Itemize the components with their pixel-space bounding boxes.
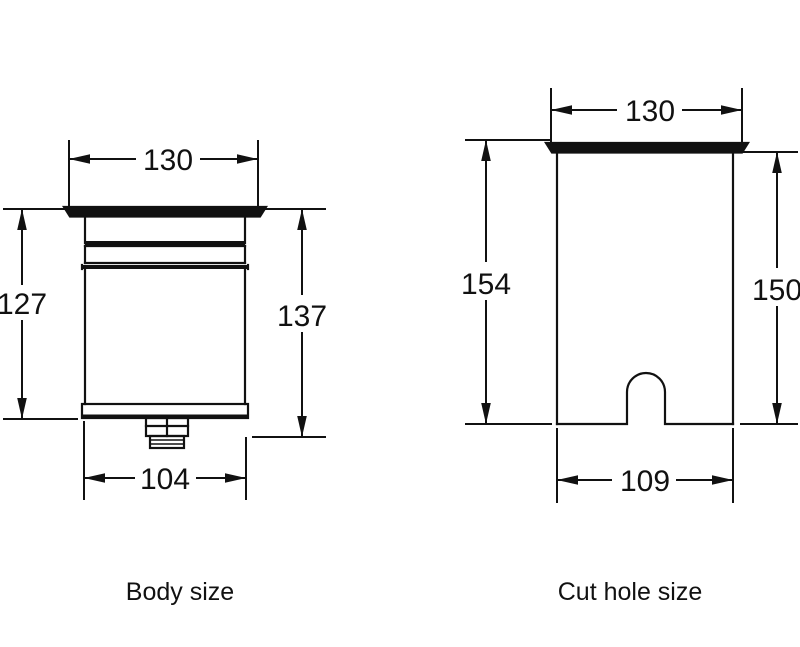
- arrow-body-130-right: [237, 154, 258, 164]
- arrow-body-137-top: [297, 209, 307, 230]
- arrow-cuthole-154-bottom: [481, 403, 491, 424]
- dimension-body-130: 130: [68, 140, 259, 212]
- dim-label-cuthole-130: 130: [625, 95, 675, 128]
- arrow-body-137-bottom: [297, 416, 307, 437]
- body-band-upper: [85, 241, 245, 246]
- dimension-body-127: 127: [0, 208, 78, 420]
- arrow-cuthole-130-left: [551, 105, 572, 115]
- body-cable-gland: [144, 416, 190, 450]
- gland-thread-body: [148, 434, 186, 450]
- arrow-cuthole-150-top: [772, 152, 782, 173]
- arrow-body-127-top: [17, 209, 27, 230]
- dimension-body-137: 137: [252, 208, 327, 438]
- dimension-cuthole-109: 109: [556, 428, 734, 503]
- arrow-cuthole-109-right: [712, 475, 733, 485]
- body-outline-group: [62, 205, 268, 450]
- dim-label-body-127: 127: [0, 288, 47, 321]
- arrow-cuthole-130-right: [721, 105, 742, 115]
- dimension-cuthole-154: 154: [461, 139, 552, 425]
- dim-label-cuthole-150: 150: [752, 274, 800, 307]
- body-band-seam: [82, 265, 248, 269]
- dimension-cuthole-150: 150: [740, 151, 800, 425]
- caption-body-size: Body size: [126, 578, 234, 606]
- dim-label-body-130: 130: [143, 144, 193, 177]
- cuthole-top-flange: [546, 143, 748, 153]
- cuthole-view: 130 154 150: [461, 88, 800, 606]
- caption-cuthole-size: Cut hole size: [558, 578, 703, 606]
- body-top-flange: [64, 207, 266, 217]
- body-top-flange-edge: [62, 205, 268, 218]
- dimension-body-104: 104: [83, 421, 247, 500]
- dim-label-cuthole-109: 109: [620, 465, 670, 498]
- dim-label-cuthole-154: 154: [461, 268, 511, 301]
- body-view: 130 127 137: [0, 140, 327, 606]
- cuthole-outline-group: [544, 141, 750, 426]
- cuthole-bottom-with-notch: [555, 371, 735, 426]
- arrow-body-104-left: [84, 473, 105, 483]
- dim-label-body-137: 137: [277, 300, 327, 333]
- dimension-cuthole-130: 130: [550, 88, 743, 148]
- dim-label-body-104: 104: [140, 463, 190, 496]
- arrow-body-127-bottom: [17, 398, 27, 419]
- arrow-cuthole-154-top: [481, 140, 491, 161]
- arrow-body-104-right: [225, 473, 246, 483]
- arrow-cuthole-109-left: [557, 475, 578, 485]
- arrow-body-130-left: [69, 154, 90, 164]
- arrow-cuthole-150-bottom: [772, 403, 782, 424]
- body-bottom-plate-underline: [82, 414, 248, 419]
